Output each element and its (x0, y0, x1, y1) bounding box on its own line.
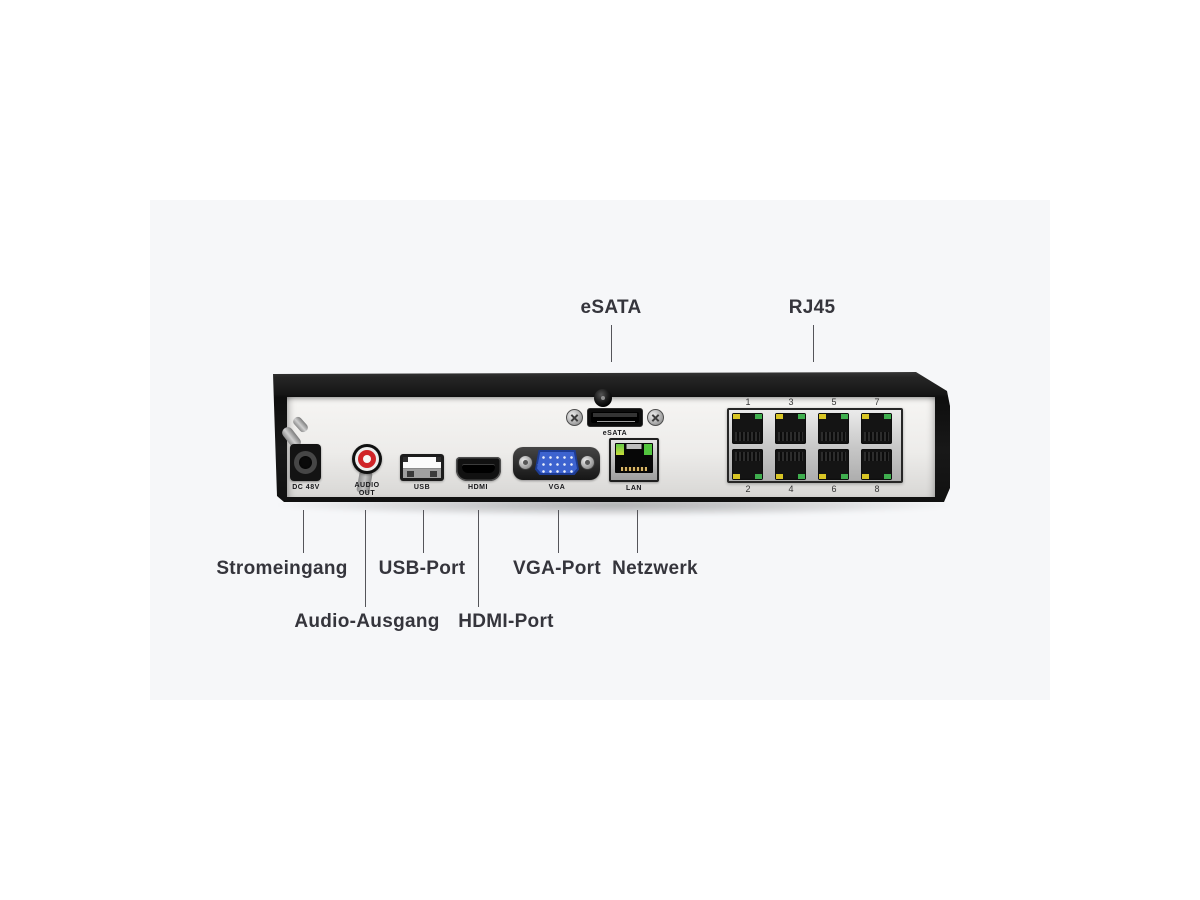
rj45-number: 7 (874, 397, 880, 407)
rj45-number: 4 (788, 484, 794, 494)
callout-hdmi-port: HDMI-Port (458, 611, 554, 632)
callout-rj45: RJ45 (788, 297, 836, 318)
usb-contact (407, 471, 414, 477)
rj45-jack-1 (732, 413, 763, 444)
vga-screw-left (518, 455, 533, 470)
rj45-jack-7 (861, 413, 892, 444)
esata-port-label: eSATA (602, 430, 628, 437)
rj45-port-block (727, 408, 903, 483)
callout-audio-ausgang: Audio-Ausgang (294, 611, 440, 632)
rca-center (363, 455, 371, 463)
lan-led-left (616, 444, 624, 455)
lan-led-right (644, 444, 652, 455)
leader-line-esata (611, 325, 612, 362)
usb-tongue (403, 457, 441, 469)
callout-usb-port: USB-Port (378, 558, 466, 579)
usb-port-label: USB (413, 484, 431, 491)
dc-jack-ring (294, 451, 317, 474)
lan-pins (621, 467, 647, 471)
rj45-jack-3 (775, 413, 806, 444)
leader-line-netzwerk (637, 510, 638, 553)
dc-port-label: DC 48V (292, 484, 320, 491)
hdmi-port-label: HDMI (468, 484, 488, 491)
esata-port (587, 408, 643, 427)
callout-stromeingang: Stromeingang (216, 558, 348, 579)
callout-vga-port: VGA-Port (513, 558, 601, 579)
rj45-jack-5 (818, 413, 849, 444)
rj45-jack-8 (861, 449, 892, 480)
esata-screw-right (647, 409, 664, 426)
lan-cavity (615, 443, 653, 473)
lid-screw-knob (594, 389, 612, 407)
leader-line-audio-ausgang (365, 510, 366, 607)
dc-power-port (290, 444, 321, 481)
leader-line-stromeingang (303, 510, 304, 553)
esata-slot (591, 412, 639, 423)
vga-screw-right (580, 455, 595, 470)
leader-line-hdmi-port (478, 510, 479, 607)
usb-contact (430, 471, 437, 477)
rj45-jack-6 (818, 449, 849, 480)
usb-notch (403, 457, 408, 462)
leader-line-usb-port (423, 510, 424, 553)
usb-port (400, 454, 444, 481)
hdmi-slot (462, 464, 495, 473)
esata-slot-top (593, 413, 637, 417)
vga-dsub (535, 450, 579, 475)
product-figure: eSATA RJ45 DC 48V AUDIO OUT (150, 200, 1050, 700)
rj45-number: 6 (831, 484, 837, 494)
rj45-jack-2 (732, 449, 763, 480)
hdmi-port (456, 457, 501, 481)
rca-red-ring (358, 450, 376, 468)
audio-port-label: AUDIO OUT (354, 482, 380, 497)
callout-esata: eSATA (580, 297, 642, 318)
rj45-number: 8 (874, 484, 880, 494)
rj45-number: 2 (745, 484, 751, 494)
vga-pin-grid (537, 452, 577, 473)
vga-port-label: VGA (548, 484, 566, 491)
usb-notch (436, 457, 441, 462)
audio-out-port (352, 444, 382, 474)
vga-port (513, 447, 600, 480)
rj45-number: 5 (831, 397, 837, 407)
esata-slot-line (597, 421, 635, 422)
callout-netzwerk: Netzwerk (612, 558, 698, 579)
lan-port (609, 438, 659, 482)
rj45-jack-4 (775, 449, 806, 480)
lan-port-label: LAN (626, 485, 642, 492)
esata-screw-left (566, 409, 583, 426)
rca-white-ring (355, 447, 379, 471)
lan-latch (626, 444, 642, 449)
leader-line-rj45 (813, 325, 814, 362)
leader-line-vga-port (558, 510, 559, 553)
usb-cavity (403, 457, 441, 478)
rj45-number: 1 (745, 397, 751, 407)
rj45-number: 3 (788, 397, 794, 407)
